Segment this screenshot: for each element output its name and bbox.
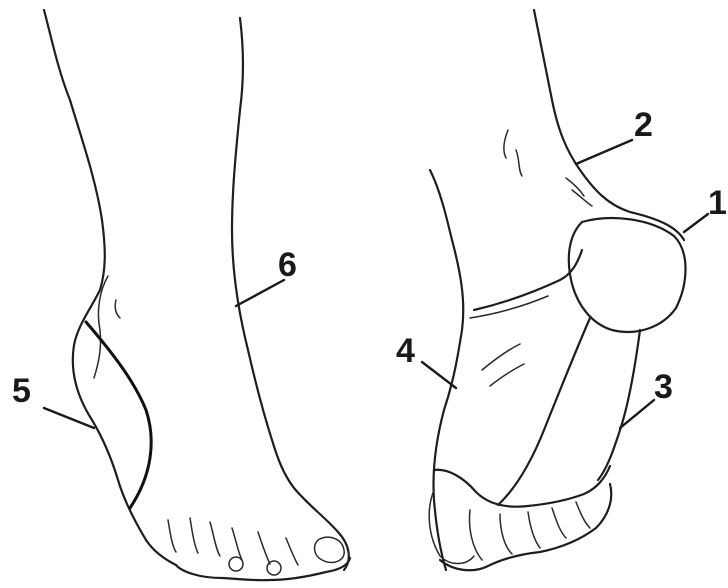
right-leg-outline <box>534 10 684 240</box>
ankle-mark <box>115 300 120 318</box>
plantar-band-lateral <box>598 330 640 480</box>
label-1: 1 <box>708 184 727 222</box>
label-6: 6 <box>278 246 297 284</box>
strap-line <box>474 250 582 310</box>
plantar-band-medial <box>498 318 590 505</box>
leader-2 <box>576 140 632 164</box>
ankle-contour <box>94 276 108 378</box>
label-4: 4 <box>396 332 415 370</box>
left-leg-outline-medial <box>44 10 176 565</box>
label-5: 5 <box>12 372 31 410</box>
left-leg-outline-lateral <box>232 18 349 570</box>
toe-nail-2 <box>267 561 281 575</box>
leader-6 <box>236 280 284 306</box>
leader-1 <box>684 214 708 232</box>
midfoot-creases <box>482 344 524 386</box>
big-toe-nail <box>315 537 345 562</box>
right-leg-inner-outline <box>430 170 463 570</box>
label-3: 3 <box>654 368 673 406</box>
leader-4 <box>422 362 456 388</box>
right-foot-drawing <box>429 10 685 570</box>
toe-pads-right <box>470 502 591 560</box>
heel-pad <box>569 218 686 332</box>
label-2: 2 <box>634 106 653 144</box>
toe-nail-1 <box>229 557 243 571</box>
toe-row-right <box>440 484 611 570</box>
left-foot-drawing <box>44 10 350 580</box>
forefoot-outline <box>434 466 610 507</box>
